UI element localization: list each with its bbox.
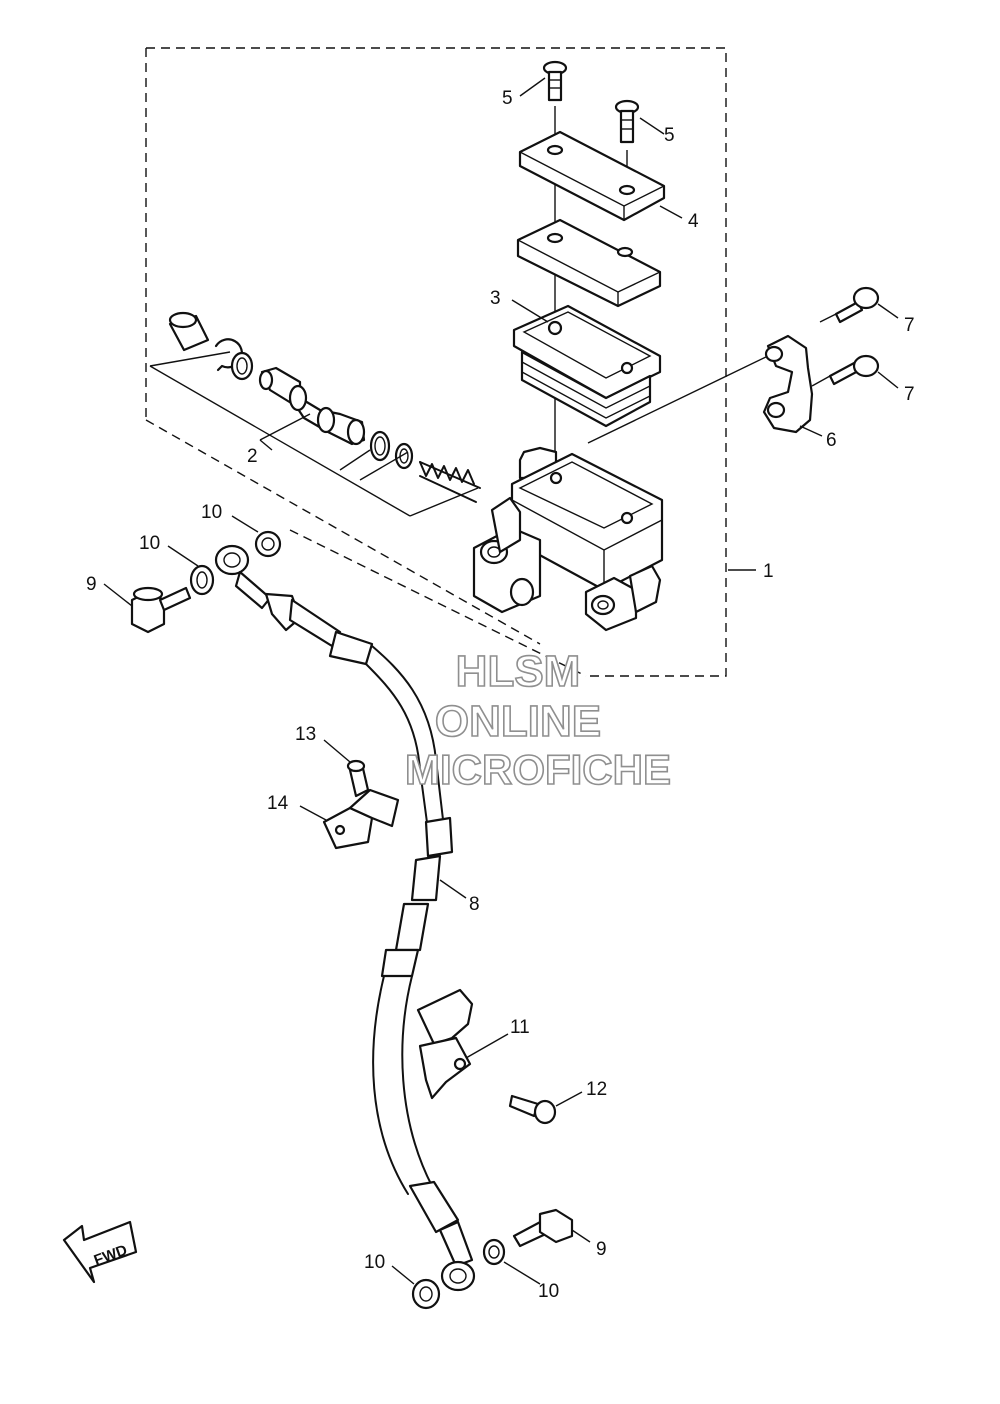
clamp-bolt-lower: [811, 354, 880, 387]
callout-11: 11: [510, 1017, 530, 1038]
callout-1: 1: [763, 561, 774, 582]
bracket-bolt-lower: [508, 1094, 557, 1125]
callout-2: 2: [247, 446, 258, 467]
callout-14: 14: [267, 793, 289, 814]
watermark-line-1: HLSM: [456, 647, 581, 696]
reservoir-cap: [518, 130, 666, 222]
watermark-line-2: ONLINE: [435, 697, 601, 746]
sealing-washer-top-right: [254, 530, 282, 558]
banjo-bolt-upper: [130, 586, 192, 634]
callout-10-upper-left: 10: [139, 533, 160, 554]
callout-10-upper-right: 10: [201, 502, 222, 523]
callout-9-upper: 9: [86, 574, 97, 595]
banjo-bolt-lower: [512, 1208, 574, 1248]
callout-7-lower: 7: [904, 384, 915, 405]
cap-screw-left: [542, 60, 568, 102]
hose-bracket-upper: [322, 788, 400, 850]
hose-bracket-lower: [416, 988, 474, 1100]
assembly-boundary: [145, 47, 727, 677]
callout-labels: 1 2 3 4 5 5 6 7 7 8 9 9 10 10 10 10 11 1…: [86, 88, 915, 1302]
piston-kit: [149, 311, 481, 517]
sealing-washer-bottom-left: [411, 1278, 441, 1310]
diaphragm: [512, 304, 662, 428]
cap-screw-right: [614, 99, 640, 144]
diaphragm-plate: [516, 218, 662, 308]
leader-lines: [103, 77, 899, 1285]
handlebar-clamp: [762, 334, 814, 434]
callout-13: 13: [295, 724, 316, 745]
callout-3: 3: [490, 288, 501, 309]
sealing-washer-bottom-right: [482, 1238, 506, 1266]
forward-direction-arrow: FWD: [62, 1220, 138, 1284]
callout-12: 12: [586, 1079, 607, 1100]
sealing-washer-top-left: [189, 564, 215, 596]
callout-7-upper: 7: [904, 315, 915, 336]
callout-10-lower-left: 10: [364, 1252, 385, 1273]
callout-6: 6: [826, 430, 837, 451]
master-cylinder-body: [472, 446, 664, 632]
watermark: HLSM ONLINE MICROFICHE: [404, 646, 672, 794]
callout-5-left: 5: [502, 88, 513, 109]
callout-5-right: 5: [664, 125, 675, 146]
brake-hose: [214, 544, 476, 1292]
clamp-bolt-upper: [819, 286, 880, 324]
callout-8: 8: [469, 894, 480, 915]
callout-9-lower: 9: [596, 1239, 607, 1260]
callout-4: 4: [688, 211, 699, 232]
callout-10-lower-right: 10: [538, 1281, 559, 1302]
bracket-bolt-upper: [346, 759, 370, 798]
watermark-line-3: MICROFICHE: [405, 746, 671, 793]
